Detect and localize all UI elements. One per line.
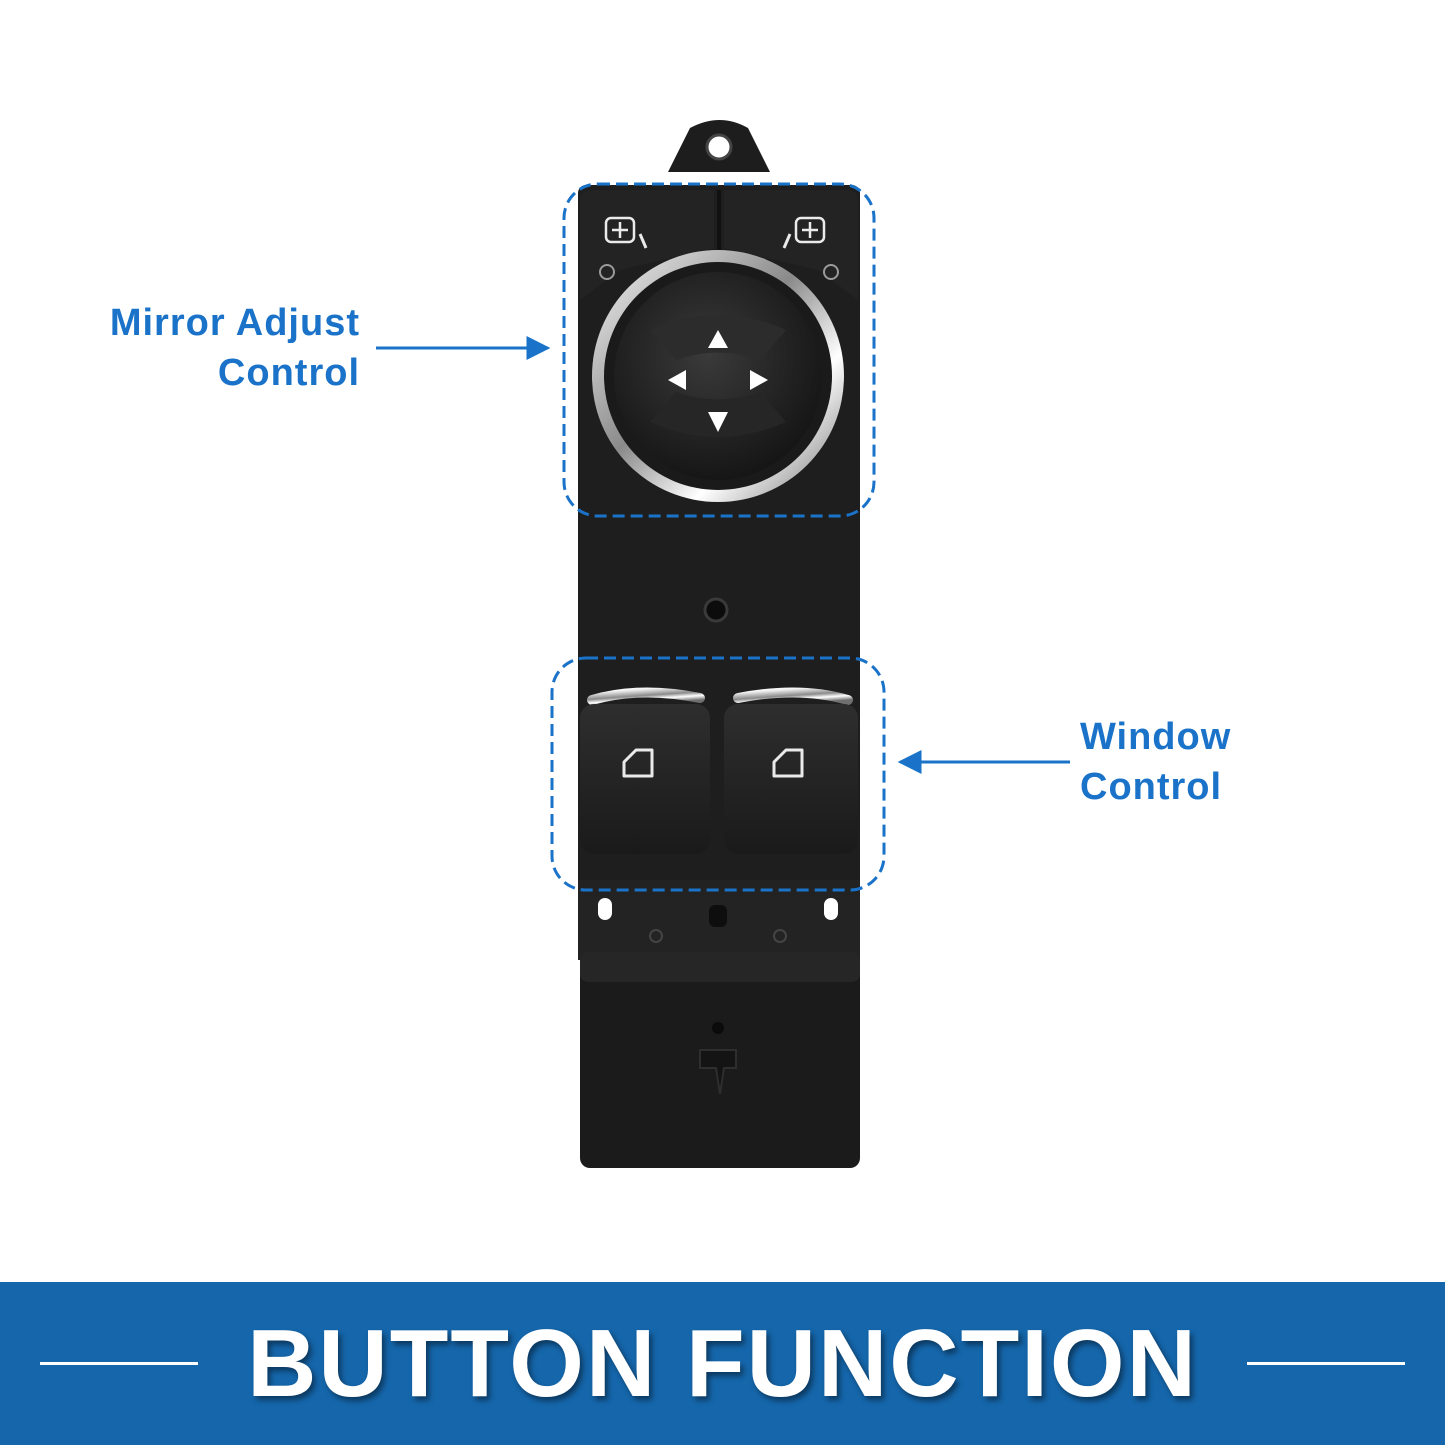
mirror-adjust-label-line1: Mirror Adjust — [109, 302, 360, 344]
window-control-highlight — [550, 656, 886, 892]
mounting-details — [598, 898, 838, 1095]
window-control-label: Window Control — [1080, 712, 1231, 812]
button-function-banner: BUTTON FUNCTION — [0, 1282, 1445, 1445]
panel-indicator-hole — [703, 597, 729, 623]
mirror-selector-icon — [604, 216, 648, 249]
window-switch-left — [580, 687, 710, 854]
window-control-label-line2: Control — [1080, 766, 1223, 808]
window-icon — [772, 748, 804, 778]
banner-rule-right — [1247, 1362, 1405, 1365]
window-switch-panel-illustration — [376, 120, 1070, 1168]
mirror-selector-icon — [782, 216, 826, 249]
mirror-adjust-label: Mirror Adjust Control — [110, 298, 360, 398]
window-icon — [622, 748, 654, 778]
mirror-adjust-knob — [592, 250, 844, 502]
window-control-label-line1: Window — [1080, 716, 1232, 758]
banner-title: BUTTON FUNCTION — [247, 1310, 1198, 1417]
window-switch-right — [724, 687, 858, 854]
direction-arrows-icon — [668, 330, 768, 432]
banner-rule-left — [40, 1362, 198, 1365]
mirror-adjust-label-line2: Control — [217, 352, 360, 394]
